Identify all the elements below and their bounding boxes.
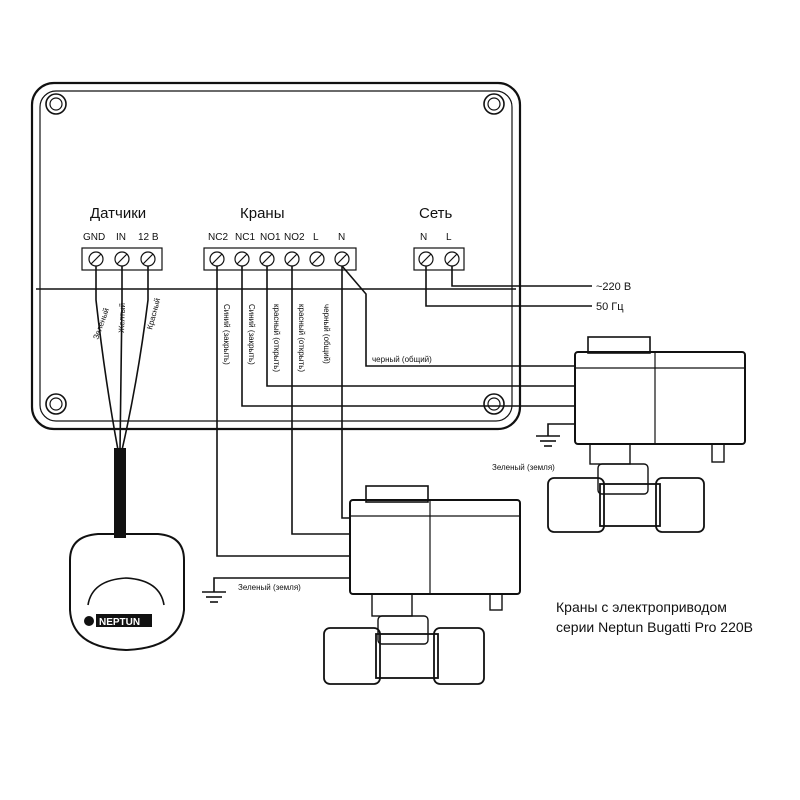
pin-label-no2: NO2 xyxy=(284,232,305,243)
caption-line-2: серии Neptun Bugatti Pro 220В xyxy=(556,619,753,635)
pin-label-nc1: NC1 xyxy=(235,232,255,243)
valve-right xyxy=(547,336,746,533)
valve-wire-label-no2: красный (открыть) xyxy=(297,304,306,372)
valve-wire-label-no1: красный (открыть) xyxy=(272,304,281,372)
caption-line-1: Краны с электроприводом xyxy=(556,599,727,615)
sensor-wires xyxy=(95,266,149,538)
controller-housing xyxy=(30,81,522,431)
pin-label-12v: 12 В xyxy=(138,232,159,243)
valves-group-label: Краны xyxy=(240,205,285,222)
sensors-group-label: Датчики xyxy=(90,205,146,222)
mains-group-label: Сеть xyxy=(419,205,453,222)
pin-label-nc2: NC2 xyxy=(208,232,228,243)
valve-wires xyxy=(216,265,592,557)
ground-label-right: Зеленый (земля) xyxy=(492,463,555,472)
valve-wire-label-n: черный (общий) xyxy=(322,304,331,364)
pin-label-gnd: GND xyxy=(83,232,105,243)
mains-frequency-label: 50 Гц xyxy=(596,301,624,313)
leak-sensor: NEPTUN xyxy=(69,533,185,652)
ground-label-left: Зеленый (земля) xyxy=(238,583,301,592)
black-common-label: черный (общий) xyxy=(372,355,432,364)
valve-left xyxy=(323,485,521,685)
valve-terminal-block xyxy=(203,247,357,271)
sensor-logo: NEPTUN xyxy=(99,617,140,628)
sensor-wire-label-yellow: Желтый xyxy=(117,303,127,333)
sensor-wire-label-green: Зеленый xyxy=(91,307,111,341)
valve-wire-label-nc2: Синий (закрыть) xyxy=(222,304,231,365)
pin-label-mains-l: L xyxy=(446,232,452,243)
pin-label-mains-n: N xyxy=(420,232,427,243)
ground-symbol-right xyxy=(536,423,575,447)
pin-label-n: N xyxy=(338,232,345,243)
valve-wire-label-nc1: Синий (закрыть) xyxy=(247,304,256,365)
pin-label-in: IN xyxy=(116,232,126,243)
ground-symbol-left xyxy=(202,577,350,603)
sensor-terminal-block xyxy=(81,247,163,271)
mains-voltage-label: ~220 В xyxy=(596,281,631,293)
mains-terminal-block xyxy=(413,247,465,271)
pin-label-no1: NO1 xyxy=(260,232,281,243)
pin-label-l: L xyxy=(313,232,319,243)
